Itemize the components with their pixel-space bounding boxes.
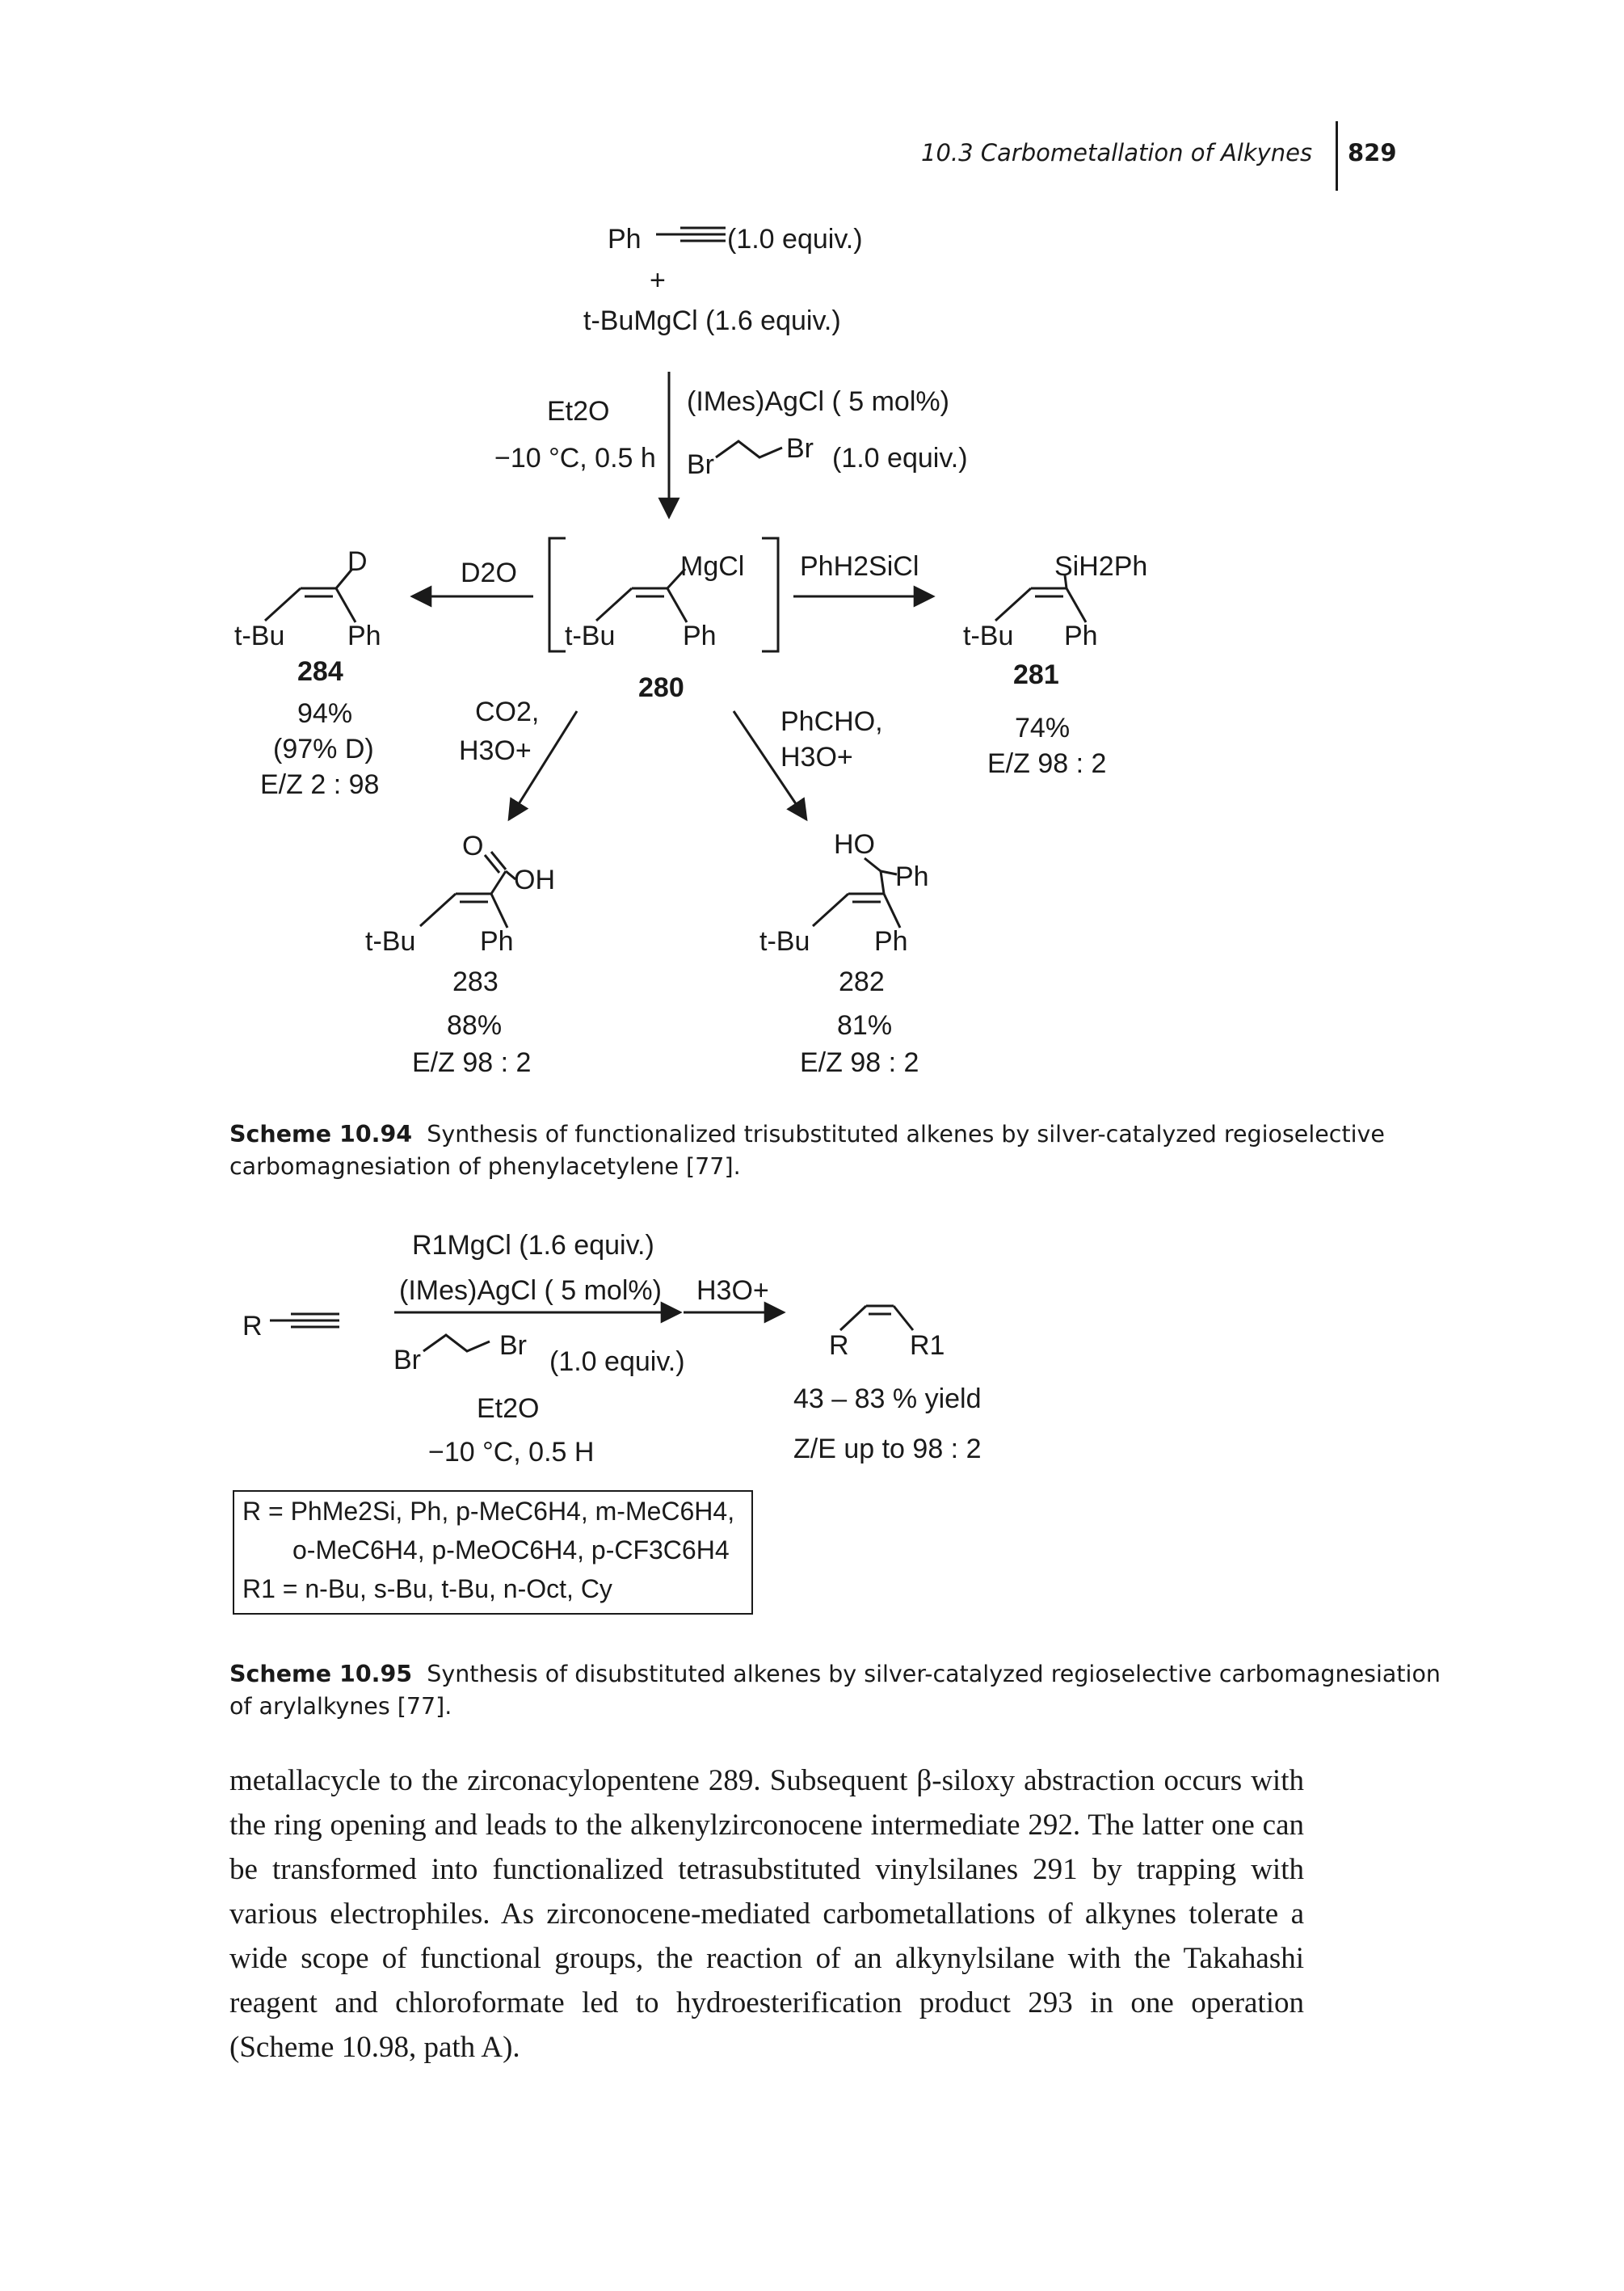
reagent-h3o-right: H3O+ bbox=[780, 742, 853, 773]
s2-yield: 43 – 83 % yield bbox=[793, 1383, 982, 1414]
s2-product-structure bbox=[839, 1304, 915, 1332]
p283-yield: 88% bbox=[447, 1010, 503, 1041]
s2-h3o: H3O+ bbox=[696, 1275, 769, 1306]
p282-ph: Ph bbox=[874, 926, 908, 957]
arrow-to-283 bbox=[507, 710, 578, 822]
substituent-line-2: o-MeC6H4, p-MeOC6H4, p-CF3C6H4 bbox=[292, 1535, 730, 1565]
reactant-grignard: t-BuMgCl (1.6 equiv.) bbox=[583, 305, 841, 336]
reagent-co2: CO2, bbox=[475, 697, 540, 727]
scheme-10-95-caption: Scheme 10.95 Synthesis of disubstituted … bbox=[229, 1658, 1441, 1723]
p284-tbu: t-Bu bbox=[234, 621, 285, 651]
substituent-line-1: R = PhMe2Si, Ph, p-MeC6H4, m-MeC6H4, bbox=[242, 1497, 735, 1526]
product-281-structure bbox=[994, 575, 1088, 623]
compound-number-282: 282 bbox=[839, 967, 885, 997]
s2-solvent: Et2O bbox=[477, 1393, 540, 1424]
product-284-structure bbox=[263, 568, 357, 623]
p283-oh: OH bbox=[514, 865, 555, 895]
caption-text: Synthesis of functionalized trisubstitut… bbox=[229, 1121, 1385, 1180]
plus-sign: + bbox=[650, 265, 666, 296]
body-paragraph: metallacycle to the zirconacylopentene 2… bbox=[229, 1764, 1304, 2064]
condition-catalyst: (IMes)AgCl ( 5 mol%) bbox=[687, 386, 949, 417]
caption-label-2: Scheme 10.95 bbox=[229, 1661, 413, 1687]
s2-catalyst: (IMes)AgCl ( 5 mol%) bbox=[399, 1275, 662, 1306]
condition-dibromide-br1: Br bbox=[687, 449, 714, 480]
reagent-phcho: PhCHO, bbox=[780, 706, 883, 737]
s2-equiv: (1.0 equiv.) bbox=[549, 1346, 685, 1377]
intermediate-280-structure bbox=[595, 567, 688, 623]
reagent-d2o: D2O bbox=[461, 558, 517, 588]
p283-ez-ratio: E/Z 98 : 2 bbox=[412, 1047, 532, 1078]
product-282-structure bbox=[811, 857, 902, 929]
substituent-line-3: R1 = n-Bu, s-Bu, t-Bu, n-Oct, Cy bbox=[242, 1574, 612, 1603]
reactant-ph: Ph bbox=[608, 224, 642, 255]
dibromide-zigzag-2 bbox=[423, 1333, 490, 1353]
scheme-10-94-caption: Scheme 10.94 Synthesis of functionalized… bbox=[229, 1118, 1441, 1183]
header-divider bbox=[1336, 121, 1338, 191]
alkyne-triple-bond bbox=[656, 226, 726, 242]
page-number: 829 bbox=[1348, 139, 1397, 166]
p281-yield: 74% bbox=[1015, 713, 1071, 743]
p283-o: O bbox=[462, 831, 484, 861]
p281-tbu: t-Bu bbox=[963, 621, 1014, 651]
p282-ph-top: Ph bbox=[895, 861, 929, 892]
caption-label: Scheme 10.94 bbox=[229, 1121, 413, 1148]
compound-number-281: 281 bbox=[1013, 659, 1059, 690]
condition-temperature: −10 °C, 0.5 h bbox=[494, 443, 656, 474]
product-283-structure bbox=[419, 851, 516, 929]
arrow-to-282 bbox=[732, 710, 808, 822]
p281-ph: Ph bbox=[1064, 621, 1098, 651]
p283-tbu: t-Bu bbox=[365, 926, 416, 957]
s2-product-r: R bbox=[829, 1330, 849, 1361]
reagent-phh2sicl: PhH2SiCl bbox=[800, 551, 919, 582]
reactant-ph-equiv: (1.0 equiv.) bbox=[727, 224, 863, 255]
intermediate-tbu: t-Bu bbox=[565, 621, 616, 651]
p284-ph: Ph bbox=[347, 621, 381, 651]
p282-ho: HO bbox=[834, 829, 875, 860]
caption-text-2: Synthesis of disubstituted alkenes by si… bbox=[229, 1661, 1441, 1720]
substituent-box: R = PhMe2Si, Ph, p-MeC6H4, m-MeC6H4, o-M… bbox=[233, 1490, 753, 1615]
condition-dibromide-br2: Br bbox=[786, 433, 814, 464]
reagent-h3o-left: H3O+ bbox=[459, 735, 532, 766]
s2-br2: Br bbox=[499, 1330, 527, 1361]
s2-reactant-r: R bbox=[242, 1311, 263, 1341]
p282-yield: 81% bbox=[837, 1010, 893, 1041]
dibromide-zigzag-1 bbox=[715, 440, 783, 459]
compound-number-284: 284 bbox=[297, 656, 343, 687]
s2-br1: Br bbox=[393, 1345, 421, 1375]
condition-dibromide-equiv: (1.0 equiv.) bbox=[832, 443, 968, 474]
s2-triple-bond bbox=[270, 1312, 339, 1329]
p282-tbu: t-Bu bbox=[759, 926, 810, 957]
running-header: 10.3 Carbometallation of Alkynes bbox=[921, 139, 1313, 166]
p284-yield: 94% bbox=[297, 698, 353, 729]
p283-ph: Ph bbox=[480, 926, 514, 957]
p282-ez-ratio: E/Z 98 : 2 bbox=[800, 1047, 919, 1078]
compound-number-280: 280 bbox=[638, 672, 684, 703]
intermediate-ph: Ph bbox=[683, 621, 717, 651]
s2-grignard: R1MgCl (1.6 equiv.) bbox=[412, 1230, 654, 1261]
condition-solvent: Et2O bbox=[547, 396, 610, 427]
s2-ze-ratio: Z/E up to 98 : 2 bbox=[793, 1434, 982, 1464]
intermediate-brackets bbox=[548, 537, 780, 653]
s2-temperature: −10 °C, 0.5 H bbox=[428, 1437, 595, 1468]
p284-deuterium: (97% D) bbox=[273, 734, 374, 764]
p284-ez-ratio: E/Z 2 : 98 bbox=[260, 769, 380, 800]
p281-sih2ph: SiH2Ph bbox=[1054, 551, 1148, 582]
p281-ez-ratio: E/Z 98 : 2 bbox=[987, 748, 1107, 779]
intermediate-mgcl: MgCl bbox=[680, 551, 745, 582]
s2-product-r1: R1 bbox=[910, 1330, 945, 1361]
compound-number-283: 283 bbox=[452, 967, 499, 997]
